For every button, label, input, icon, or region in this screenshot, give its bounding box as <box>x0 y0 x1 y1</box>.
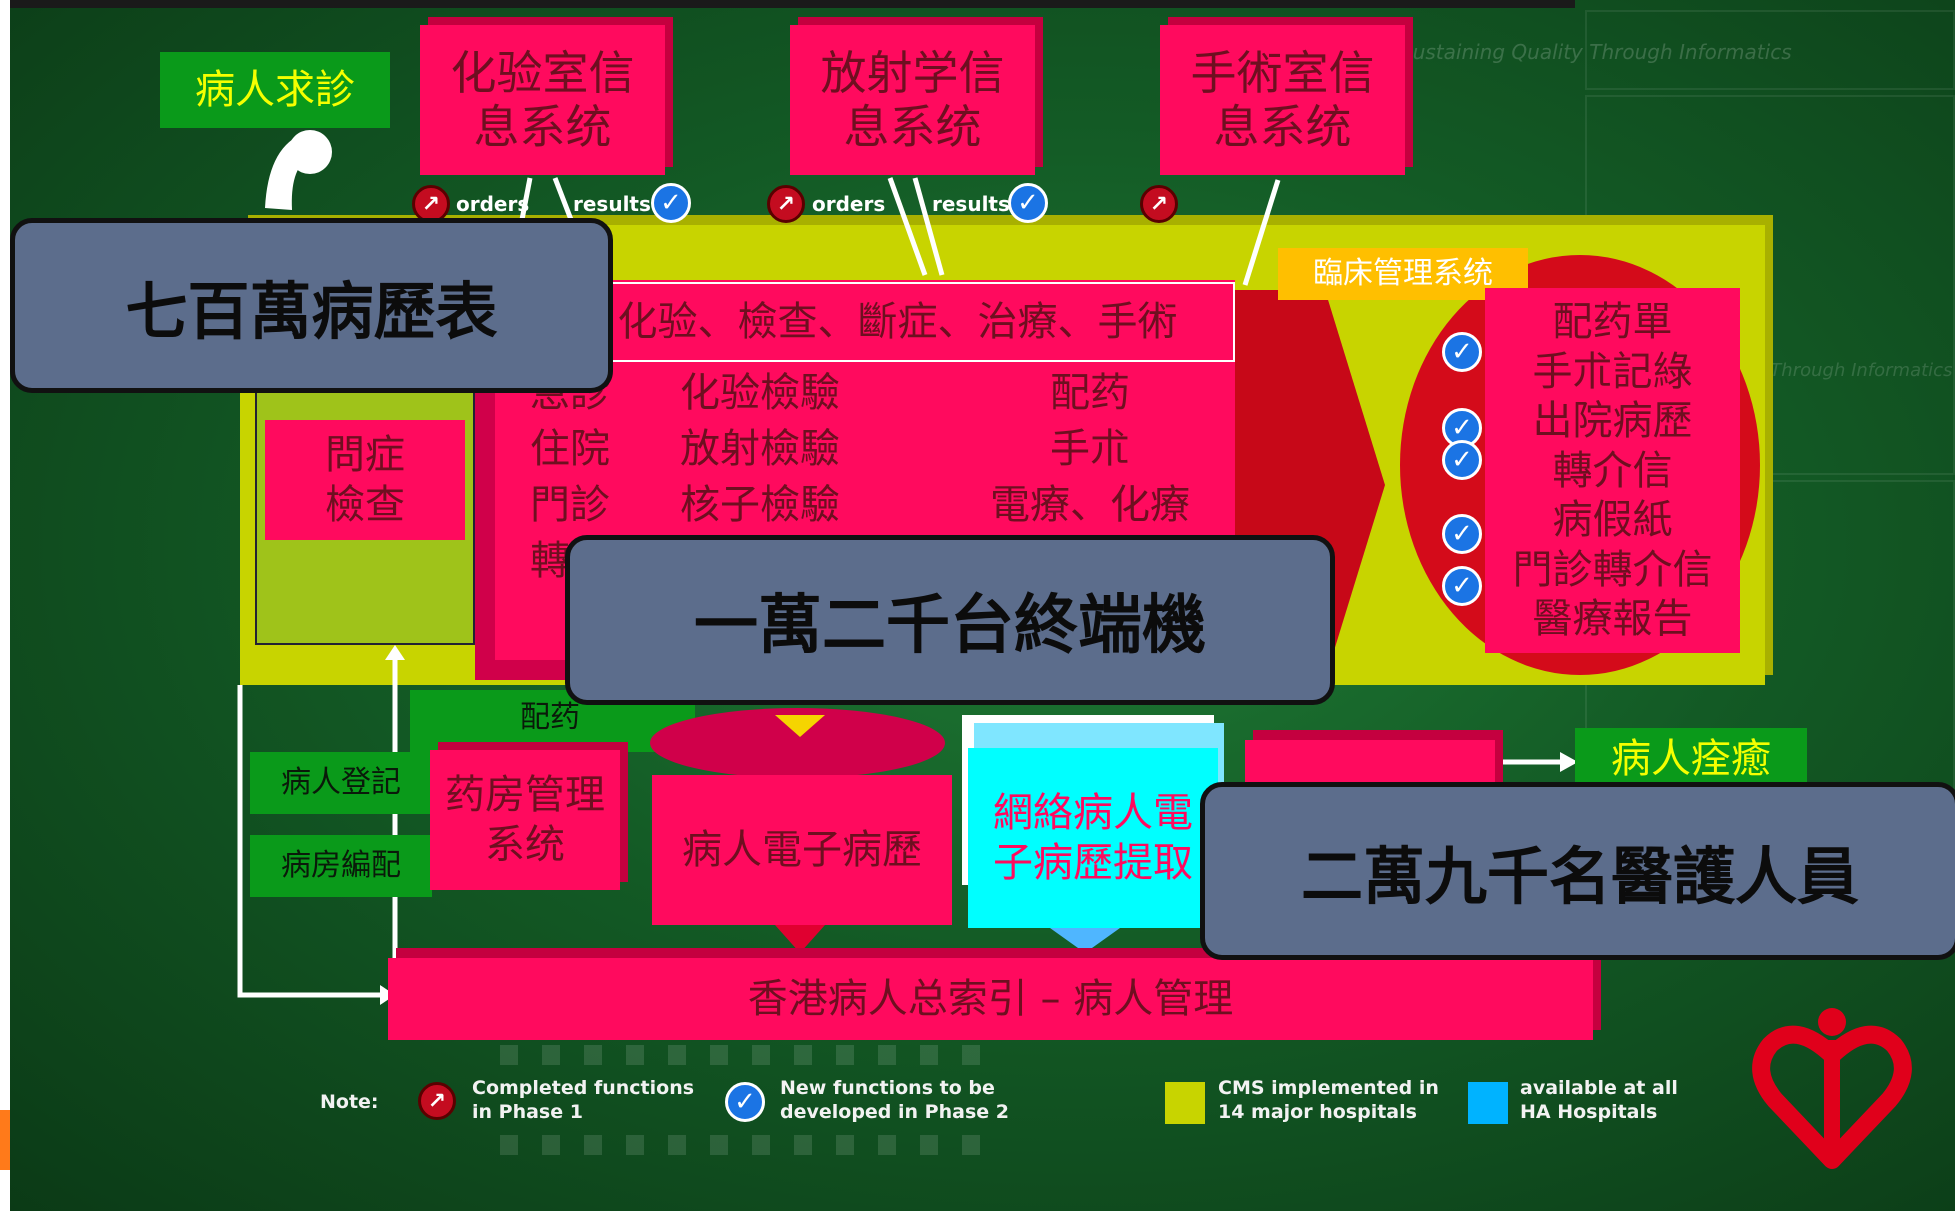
order-arrow-icon: ↗ <box>412 185 450 223</box>
lab-system-label: 化验室信息系统 <box>450 46 635 154</box>
surgery-system-label: 手術室信息系统 <box>1190 46 1375 154</box>
process-col-3: 配药 手朮 電療、化療 <box>960 368 1220 536</box>
output-item: 出院病歷 <box>1532 398 1693 444</box>
output-item: 配药單 <box>1552 299 1673 345</box>
outputs-list: 配药單 手朮記綠 出院病歷 轉介信 病假紙 門診轉介信 醫療報告 <box>1485 298 1740 645</box>
epr-label: 病人電子病歷 <box>682 827 922 873</box>
web-epr-box: 網絡病人電子病歷提取 <box>968 748 1218 928</box>
process-item: 門診 <box>530 482 610 528</box>
process-item: 轉 <box>530 538 570 584</box>
orders-label: orders <box>456 192 530 216</box>
terminals-card-text: 一萬二千台終端機 <box>694 588 1206 663</box>
bg-panel <box>1585 10 1955 90</box>
legend-new: New functions to be developed in Phase 2 <box>780 1077 1009 1123</box>
edge-decor <box>0 1110 10 1170</box>
order-arrow-icon: ↗ <box>1140 185 1178 223</box>
patient-recovery-label: 病人痊癒 <box>1575 728 1807 790</box>
process-item: 核子檢驗 <box>680 482 840 528</box>
patient-registration-label: 病人登記 <box>250 752 432 814</box>
hospital-authority-logo <box>1752 1008 1912 1169</box>
process-item: 電療、化療 <box>990 482 1190 528</box>
check-icon: ✓ <box>1008 183 1048 223</box>
output-item: 醫療報告 <box>1532 596 1693 642</box>
check-icon: ✓ <box>1442 332 1482 372</box>
check-icon: ✓ <box>1442 514 1482 554</box>
legend-cms: CMS implemented in 14 major hospitals <box>1218 1077 1439 1123</box>
left-white-margin <box>0 0 10 1211</box>
pharmacy-system-box: 药房管理系统 <box>430 750 620 890</box>
epr-box: 病人電子病歷 <box>652 775 952 925</box>
order-arrow-icon: ↗ <box>767 185 805 223</box>
process-item: 配药 <box>1050 370 1130 416</box>
legend-title: Note: <box>320 1091 379 1113</box>
patient-visit-label: 病人求診 <box>160 52 390 128</box>
output-item: 病假紙 <box>1552 497 1673 543</box>
output-item: 手朮記綠 <box>1532 348 1693 395</box>
check-icon: ✓ <box>1442 566 1482 606</box>
surgery-system-box: 手術室信息系统 <box>1160 25 1405 175</box>
process-item: 化验檢驗 <box>680 370 840 416</box>
terminals-card: 一萬二千台終端機 <box>565 535 1335 705</box>
process-item: 手朮 <box>1050 426 1130 472</box>
watermark-text: Sustaining Quality Through Informatics <box>1400 40 1792 64</box>
legend-available: available at all HA Hospitals <box>1520 1077 1678 1123</box>
dispense-label: 配药 <box>520 700 580 735</box>
cms-swatch <box>1165 1082 1205 1124</box>
consult-line: 問症 <box>325 432 405 478</box>
legend-completed: Completed functions in Phase 1 <box>472 1077 695 1123</box>
process-item: 放射檢驗 <box>680 426 840 472</box>
pharmacy-system-label: 药房管理系统 <box>445 772 605 868</box>
outputs-box <box>1485 288 1740 653</box>
consult-line: 檢查 <box>325 482 405 528</box>
check-icon: ✓ <box>651 183 691 223</box>
consult-box: 問症 檢查 <box>265 420 465 540</box>
legend-decor-row <box>500 1135 1000 1155</box>
records-card: 七百萬病歷表 <box>10 218 613 393</box>
staff-card-text: 二萬九千名醫護人員 <box>1300 840 1859 913</box>
legend-decor-row <box>500 1045 1000 1065</box>
process-col-1: 急診 住院 門診 轉 <box>530 368 640 592</box>
staff-card: 二萬九千名醫護人員 <box>1200 782 1955 960</box>
web-epr-label: 網絡病人電子病歷提取 <box>993 790 1193 886</box>
radiology-system-box: 放射学信息系统 <box>790 25 1035 175</box>
records-card-text: 七百萬病歷表 <box>125 274 498 348</box>
pmi-label: 香港病人总索引 – 病人管理 <box>747 976 1234 1022</box>
check-icon: ✓ <box>725 1082 765 1122</box>
available-swatch <box>1468 1082 1508 1124</box>
output-item: 門診轉介信 <box>1512 546 1713 593</box>
radiology-system-label: 放射学信息系统 <box>820 46 1005 154</box>
top-dark-strip <box>0 0 1575 8</box>
process-item: 住院 <box>530 426 610 472</box>
orders-label: orders <box>812 192 886 216</box>
output-item: 轉介信 <box>1552 447 1673 494</box>
completed-arrow-icon: ↗ <box>418 1082 456 1120</box>
pmi-bar: 香港病人总索引 – 病人管理 <box>388 958 1593 1040</box>
results-label: results <box>573 192 651 216</box>
clinical-system-label: 臨床管理系统 <box>1278 248 1528 300</box>
process-col-2: 化验檢驗 放射檢驗 核子檢驗 <box>680 368 900 536</box>
lab-system-box: 化验室信息系统 <box>420 25 665 175</box>
check-icon: ✓ <box>1442 440 1482 480</box>
results-label: results <box>932 192 1010 216</box>
ward-assignment-label: 病房編配 <box>250 835 432 897</box>
